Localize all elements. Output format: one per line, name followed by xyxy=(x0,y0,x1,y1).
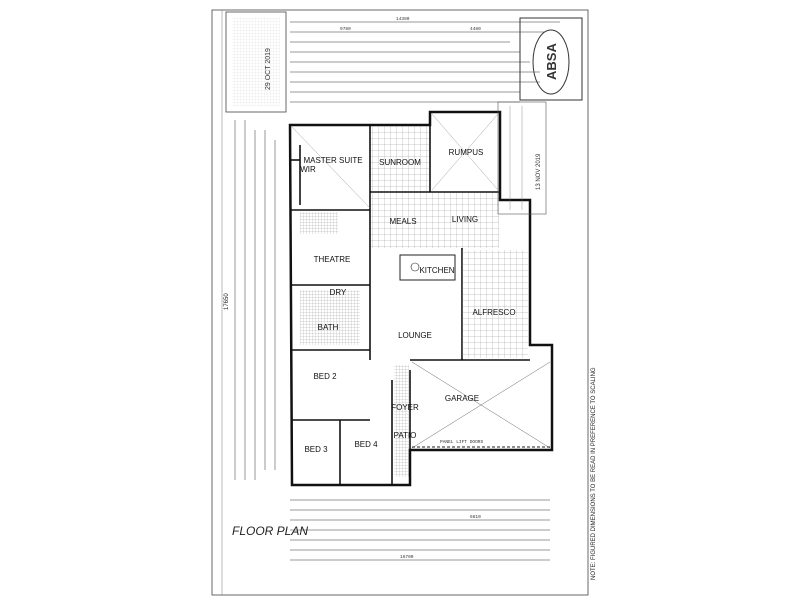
meals-tiles xyxy=(371,193,499,248)
interior-walls xyxy=(290,125,530,485)
sink-icon xyxy=(410,262,420,272)
room-diagonals xyxy=(291,113,499,209)
room-living: LIVING xyxy=(452,215,478,224)
dim-9780: 9780 xyxy=(340,26,351,32)
room-sunroom: SUNROOM xyxy=(379,158,421,167)
dim-left-total: 17650 xyxy=(224,293,230,310)
left-dimension-lines xyxy=(234,120,276,480)
hall-tiles xyxy=(394,365,409,477)
garage-slab-lines xyxy=(411,361,551,449)
alfresco-tiles xyxy=(462,250,528,358)
scaling-note: NOTE: FIGURED DIMENSIONS TO BE READ IN P… xyxy=(591,367,597,580)
dim-garage-width: 6610 xyxy=(470,514,481,520)
dim-overall-bottom: 16700 xyxy=(400,554,414,560)
room-garage: GARAGE xyxy=(445,394,479,403)
approval-date-text: 13 NOV 2019 xyxy=(536,153,542,190)
bottom-dimension-lines xyxy=(290,499,550,561)
sunroom-tiles xyxy=(371,126,429,191)
room-bed4: BED 4 xyxy=(354,440,378,449)
room-foyer: FOYER xyxy=(391,403,419,412)
ensuite-tiles xyxy=(300,212,338,234)
room-bed2: BED 2 xyxy=(313,372,337,381)
bath-tiles xyxy=(300,290,360,345)
room-dry: DRY xyxy=(330,288,347,297)
kitchen-island xyxy=(399,254,456,281)
room-wir: WIR xyxy=(300,165,316,174)
absa-stamp-text: ABSA xyxy=(544,43,559,80)
sheet-border xyxy=(211,9,589,596)
room-master-suite: MASTER SUITE xyxy=(303,156,362,165)
room-lounge: LOUNGE xyxy=(398,331,432,340)
top-dimension-lines xyxy=(290,21,560,103)
room-kitchen: KITCHEN xyxy=(419,266,454,275)
absa-stamp: ABSA xyxy=(519,17,583,101)
room-bed3: BED 3 xyxy=(304,445,328,454)
room-bath: BATH xyxy=(318,323,339,332)
date-stamp: 29 OCT 2019 xyxy=(225,11,287,113)
exterior-walls xyxy=(288,110,554,487)
date-stamp-text: 29 OCT 2019 xyxy=(265,48,272,90)
dim-overall-top: 14380 xyxy=(396,16,410,22)
floor-plan-title: FLOOR PLAN xyxy=(232,524,308,538)
room-patio: PATIO xyxy=(394,431,417,440)
room-alfresco: ALFRESCO xyxy=(472,308,515,317)
floor-plan-title-text: FLOOR PLAN xyxy=(232,524,308,538)
panel-lift-doors-label: PANEL LIFT DOORS xyxy=(440,439,484,445)
room-rumpus: RUMPUS xyxy=(449,148,484,157)
room-meals: MEALS xyxy=(389,217,416,226)
room-theatre: THEATRE xyxy=(314,255,351,264)
dim-4480: 4480 xyxy=(470,26,481,32)
approval-stamp: 13 NOV 2019 xyxy=(497,101,547,215)
